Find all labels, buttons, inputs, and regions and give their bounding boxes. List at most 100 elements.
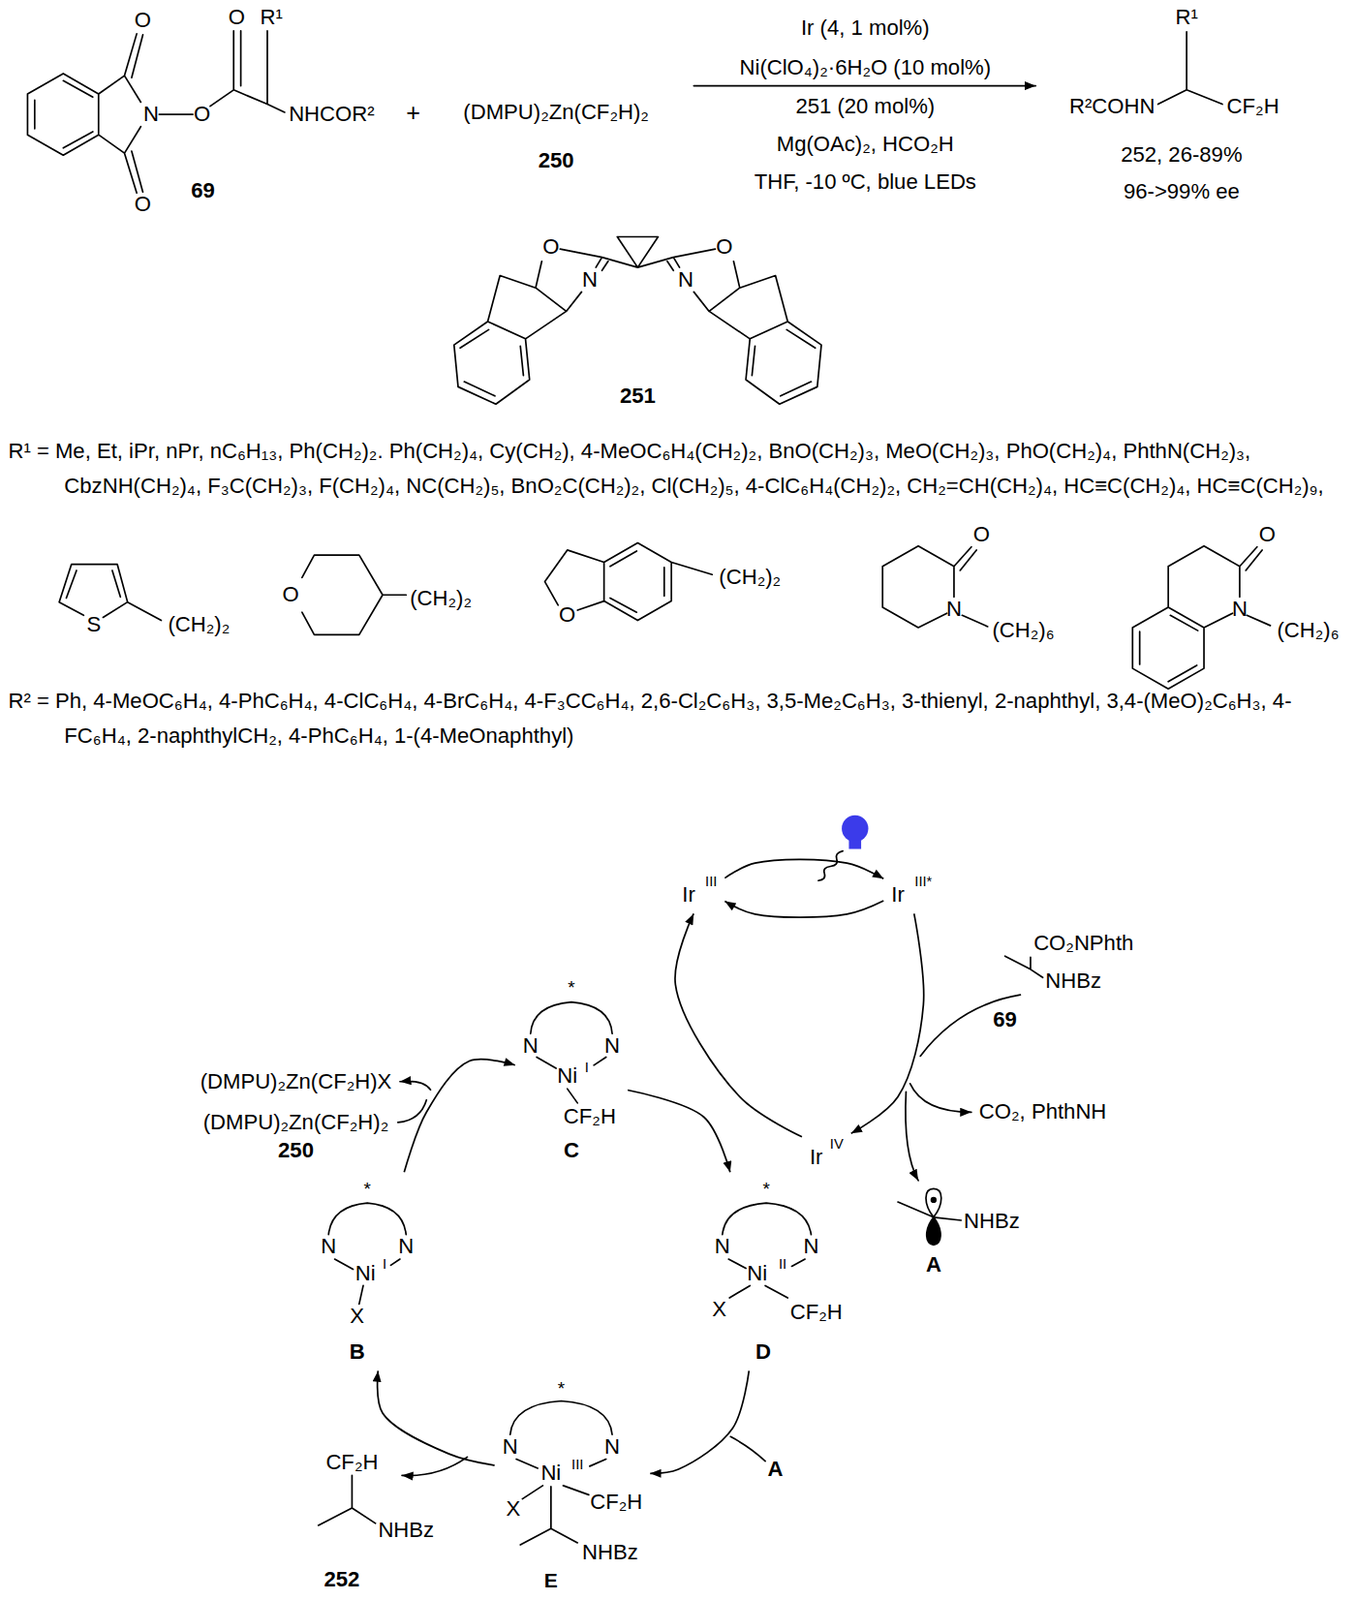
cycle-arrow [403, 1059, 516, 1173]
thiophene-bonds [59, 564, 161, 621]
oxidation-state: III [705, 874, 717, 890]
cycle-arrow [724, 859, 884, 879]
condition-text: Mg(OAc)₂, HCO₂H [776, 132, 955, 155]
atom-label: N [714, 1235, 731, 1259]
reagent-formula: (DMPU)₂Zn(CF₂H)₂ [462, 100, 649, 124]
cycle-arrow [649, 1370, 749, 1474]
atom-label: N [1232, 597, 1248, 620]
atom-label: O [134, 8, 152, 31]
substituent-label: NHBz [377, 1519, 434, 1542]
photocatalyst-state: IrIII* [883, 866, 940, 914]
atom-label: N [604, 1034, 620, 1057]
reagent-formula: (DMPU)₂Zn(CF₂H)X [200, 1070, 393, 1093]
dihydroquinolinone-bonds [1132, 546, 1270, 689]
reagent-formula: (DMPU)₂Zn(CF₂H)₂ [203, 1110, 390, 1134]
atom-label: O [134, 192, 152, 216]
atom-label: O [228, 5, 246, 29]
atom-label: N [582, 268, 598, 291]
metal-label: Ni [556, 1065, 578, 1088]
plus-sign: + [405, 99, 421, 126]
substituent-label: R¹ [260, 5, 283, 29]
ligand-bonds [454, 237, 822, 405]
substituent-label: NHBz [963, 1209, 1020, 1233]
condition-text: Ir (4, 1 mol%) [801, 17, 930, 40]
radical-dot [930, 1197, 937, 1203]
chiral-star: * [567, 978, 575, 998]
atom-label: N [802, 1235, 819, 1259]
cycle-arrow [851, 913, 925, 1134]
chiral-star: * [557, 1379, 565, 1399]
chain-label: (CH₂)₂ [718, 566, 781, 589]
atom-label: O [542, 235, 559, 258]
condition-text: THF, -10 ºC, blue LEDs [754, 170, 977, 193]
atom-label: O [282, 584, 300, 607]
radical-in-arc [730, 1436, 766, 1461]
compound-number: 69 [992, 1009, 1017, 1032]
metal-label: Ir [809, 1145, 824, 1169]
compound-number: 69 [190, 179, 216, 202]
photocatalyst-state: Ir IV [801, 1129, 852, 1176]
atom-label: O [715, 235, 733, 258]
atom-label: N [946, 597, 962, 620]
species-letter: E [544, 1570, 558, 1592]
ligand-label: X [711, 1297, 727, 1321]
substituent-list: R² = Ph, 4-MeOC₆H₄, 4-PhC₆H₄, 4-ClC₆H₄, … [7, 683, 1353, 754]
cycle-arrow [675, 913, 802, 1137]
substituent-label: NHCOR² [288, 102, 374, 125]
atom-label: N [143, 102, 159, 125]
ester-bonds [158, 30, 285, 115]
ligand-label: CF₂H [589, 1490, 643, 1513]
nickel-complex: *NNNiICF₂HC [515, 970, 628, 1171]
oxidation-state: I [382, 1257, 387, 1272]
atom-label: N [604, 1435, 620, 1458]
condition-text: Ni(ClO₄)₂·6H₂O (10 mol%) [739, 56, 992, 79]
compound-number: 250 [277, 1140, 314, 1163]
complex-d-bonds [722, 1202, 812, 1298]
byproduct-arrow [910, 1083, 972, 1112]
chain-label: (CH₂)₆ [991, 618, 1054, 642]
substituent-label: CO₂NPhth [1033, 932, 1134, 956]
substituent-label: CF₂H [325, 1450, 378, 1474]
complex-c-bonds [530, 1002, 613, 1104]
compound-number: 251 [619, 384, 656, 407]
substituent-label: R¹ [1174, 5, 1198, 29]
radical-arrow [905, 1091, 919, 1181]
ligand-label: NHBz [582, 1541, 639, 1565]
atom-label: N [398, 1235, 414, 1259]
metal-label: Ni [540, 1462, 561, 1485]
cycle-arrow [627, 1089, 731, 1172]
phthalimide-bonds [27, 33, 143, 193]
complex-e-bonds [510, 1400, 613, 1545]
product-bonds [318, 1475, 376, 1526]
atom-label: N [523, 1034, 539, 1057]
substituent-list: R¹ = Me, Et, iPr, nPr, nC₆H₁₃, Ph(CH₂)₂.… [7, 433, 1353, 504]
chain-label: (CH₂)₂ [167, 613, 230, 636]
oxidation-state: I [585, 1060, 589, 1076]
species-letter: B [349, 1340, 366, 1363]
light-bulb-base [848, 839, 862, 849]
metal-label: Ni [355, 1262, 376, 1285]
ligand-label: CF₂H [563, 1106, 617, 1129]
light-squiggle [818, 851, 843, 882]
atom-label: N [678, 268, 694, 291]
ligand-label: X [349, 1304, 365, 1327]
oxidation-state: II [778, 1257, 787, 1272]
compound-number: 250 [538, 150, 575, 173]
zinc-out-arrow [400, 1080, 432, 1090]
nickel-complex: *NNNiIIXCF₂HD [704, 1171, 850, 1371]
oxidation-state: IV [830, 1137, 844, 1152]
ee-text: 96->99% ee [1123, 180, 1240, 203]
cycle-arrow [377, 1370, 495, 1466]
species-letter: A [925, 1254, 942, 1277]
species-letter: A [768, 1457, 784, 1480]
piperidinone-bonds [882, 546, 988, 628]
oxidation-state: III [571, 1457, 584, 1473]
atom-label: O [193, 102, 211, 125]
product-out-arrow [401, 1456, 467, 1476]
atom-label: O [558, 604, 576, 627]
radical-lobe-bottom [926, 1217, 941, 1245]
atom-label: N [320, 1235, 337, 1259]
substituent-label: NHBz [1045, 970, 1102, 993]
